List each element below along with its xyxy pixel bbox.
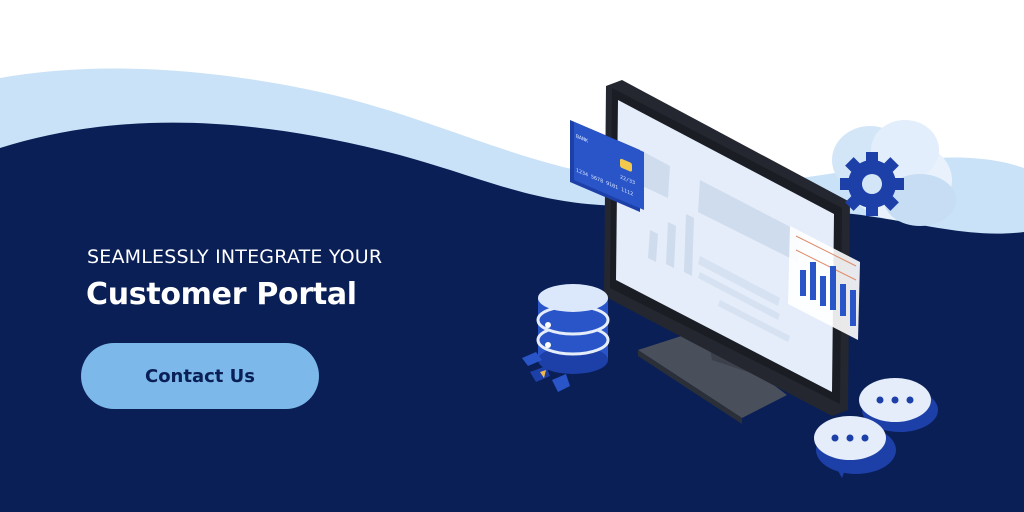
contact-us-button[interactable]: Contact Us — [81, 343, 319, 409]
eyebrow-text: SEAMLESSLY INTEGRATE YOUR — [87, 246, 383, 268]
page-title: Customer Portal — [86, 277, 357, 312]
